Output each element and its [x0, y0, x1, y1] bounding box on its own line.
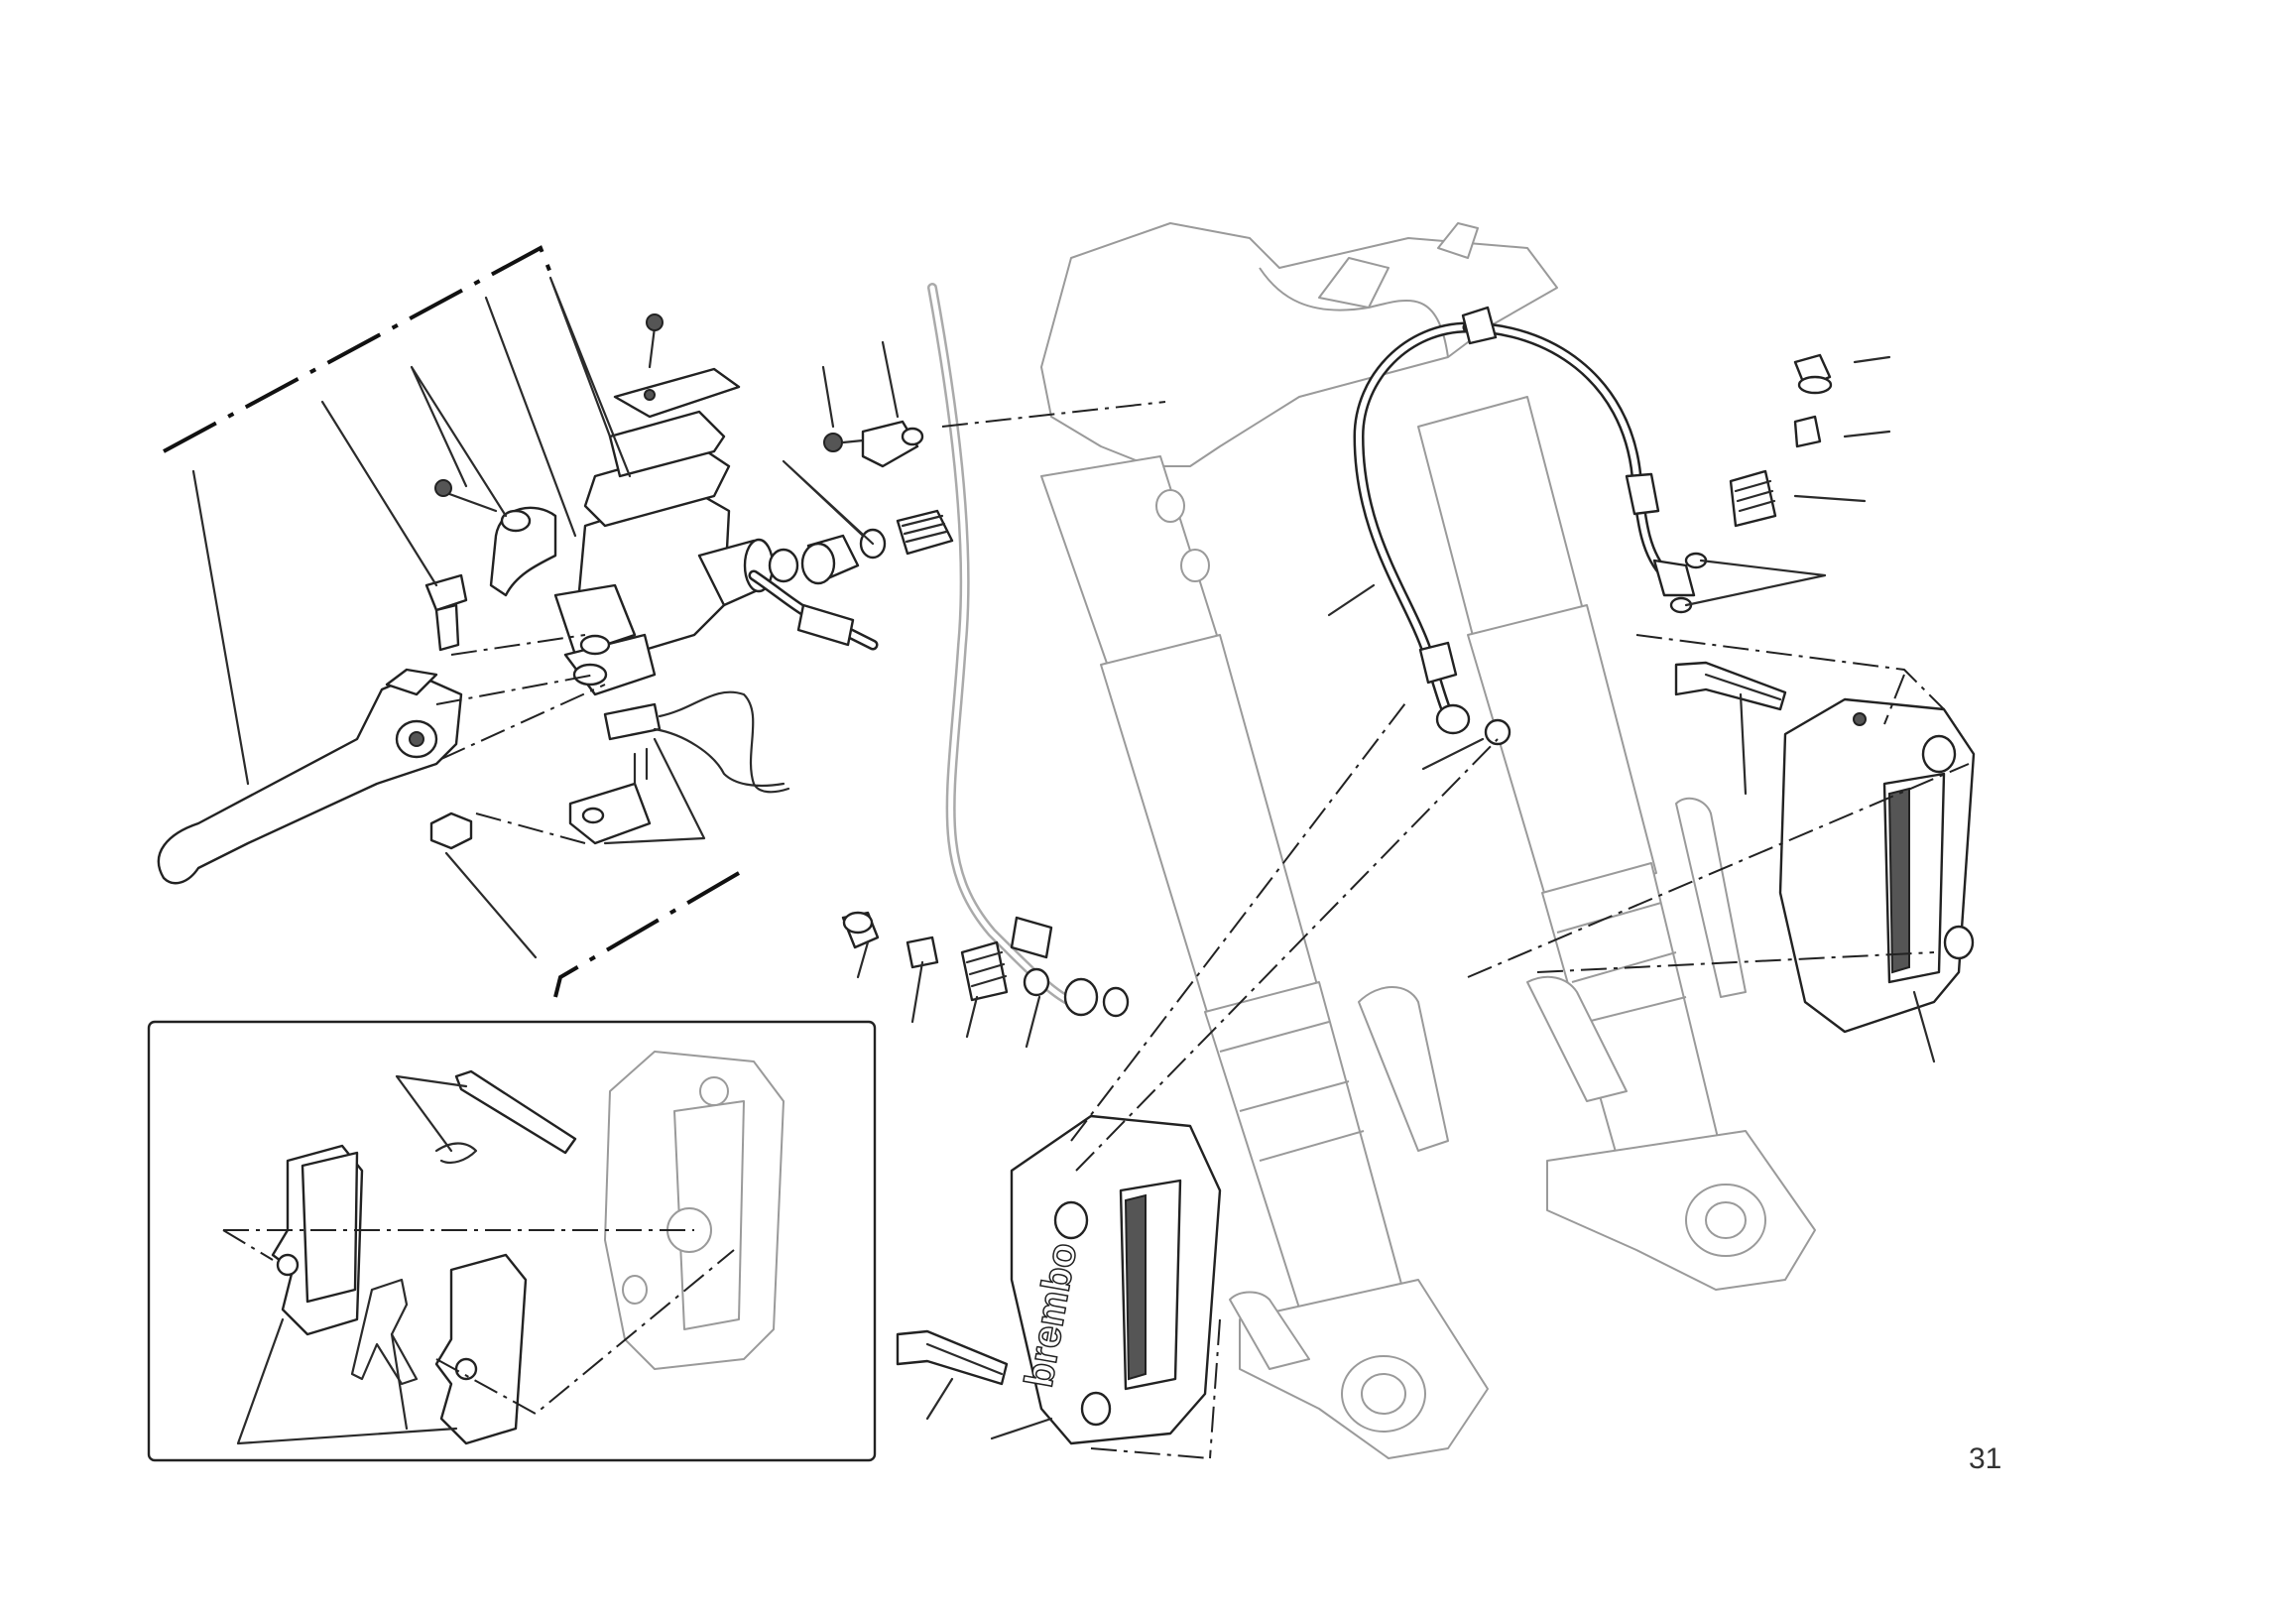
clip-and-screw [823, 420, 924, 468]
brake-pad-inset [147, 1020, 877, 1462]
banjo-union [768, 509, 954, 585]
caliper-bolt-left [896, 1329, 1009, 1386]
leader-lines [191, 276, 1936, 1440]
bleed-valve-right [1669, 353, 1833, 614]
brake-lever [157, 668, 463, 885]
assembly-lines [435, 401, 1970, 1459]
nut [429, 812, 473, 850]
master-cylinder [424, 313, 775, 696]
bleed-valve-left [841, 911, 1050, 1002]
caliper-bolt-right [1674, 661, 1787, 711]
page-mark: 31 [1969, 1442, 2001, 1475]
brake-caliper-right [1778, 697, 1976, 1034]
brake-light-switch [568, 690, 790, 845]
brake-caliper-left: brembo [1010, 1114, 1222, 1445]
front-fork [1040, 222, 1816, 1459]
group-bracket [163, 245, 741, 998]
